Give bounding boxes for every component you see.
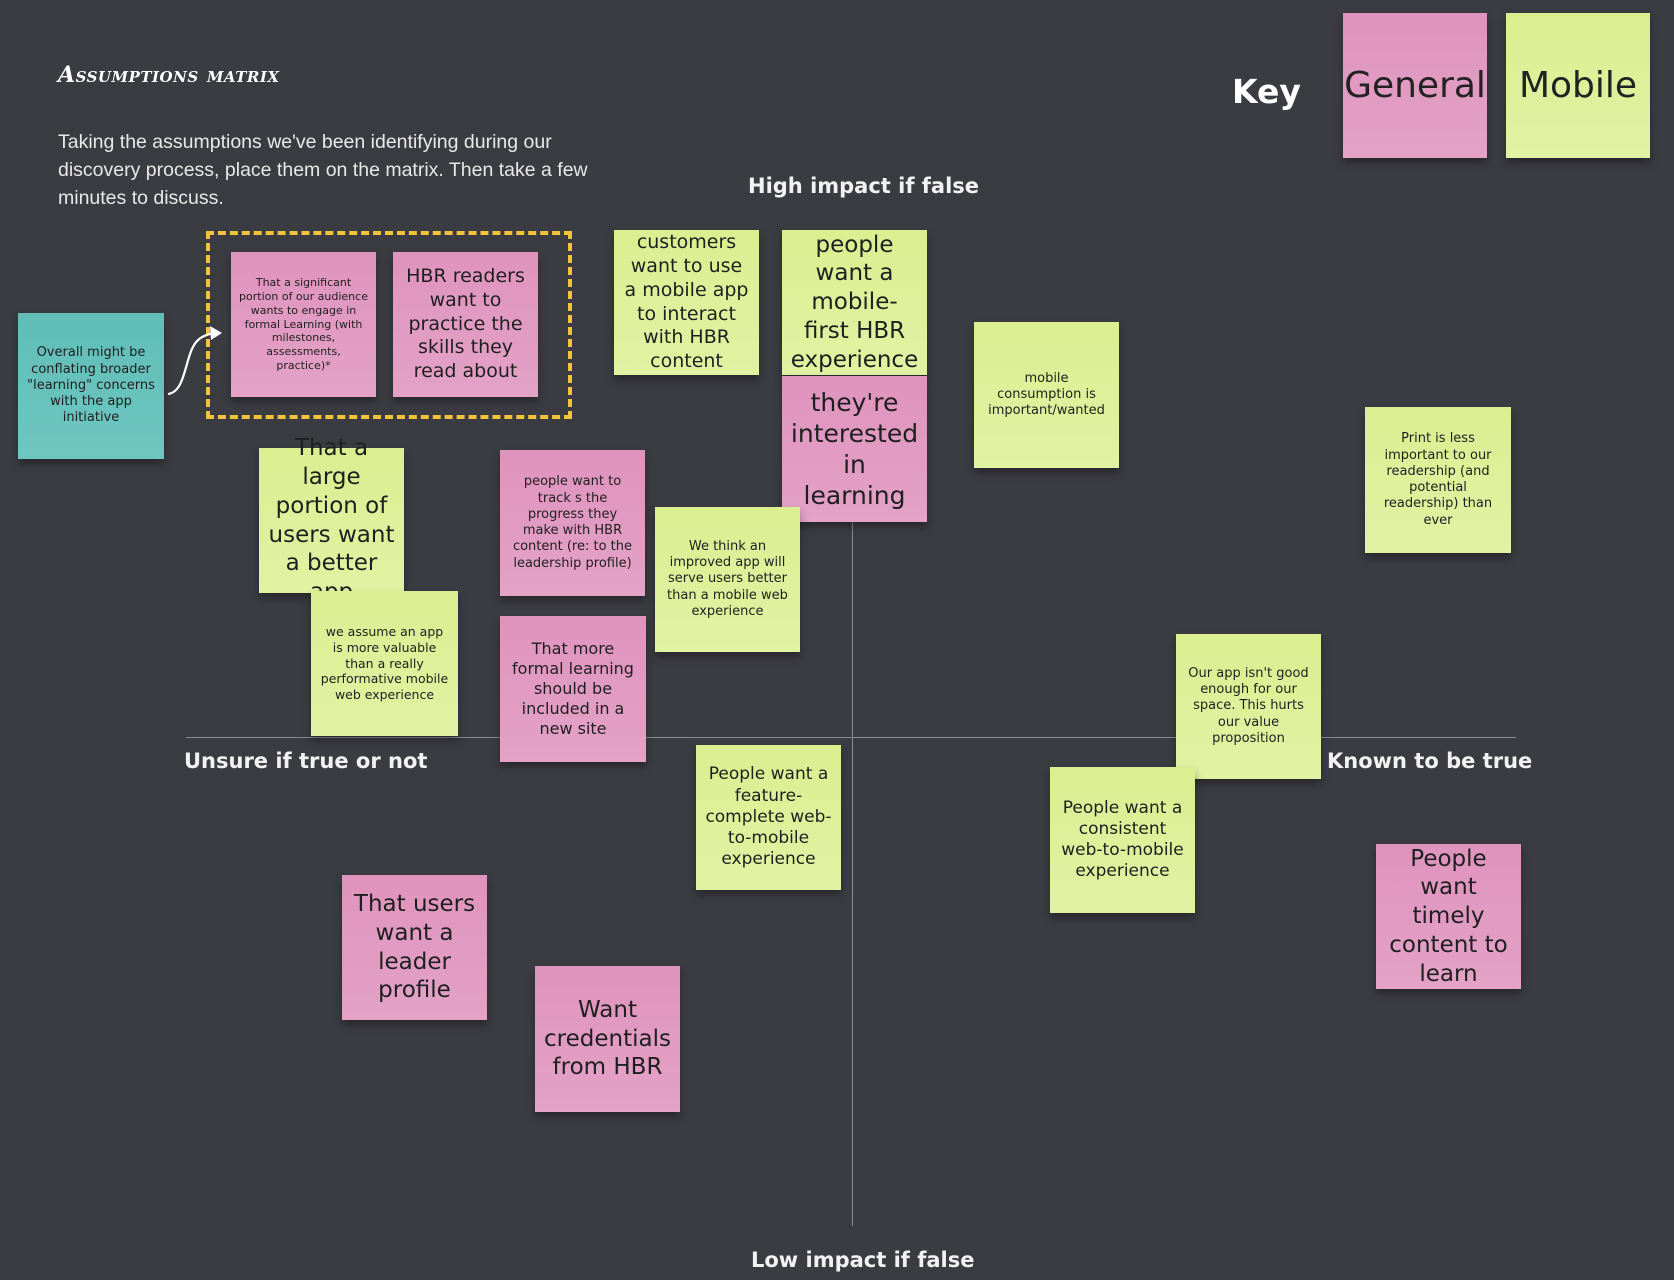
sticky-note-feature-complete[interactable]: People want a feature-complete web-to-mo… <box>696 745 841 890</box>
sticky-note-print-less-important[interactable]: Print is less important to our readershi… <box>1365 407 1511 553</box>
horizontal-axis-line <box>186 737 1516 738</box>
sticky-note-customers-mobile-app[interactable]: customers want to use a mobile app to in… <box>614 230 759 375</box>
sticky-note-overall[interactable]: Overall might be conflating broader "lea… <box>18 313 164 459</box>
axis-label-bottom: Low impact if false <box>751 1248 975 1272</box>
sticky-note-consistent-web-mobile[interactable]: People want a consistent web-to-mobile e… <box>1050 767 1195 913</box>
sticky-note-mobile-consumption[interactable]: mobile consumption is important/wanted <box>974 322 1119 468</box>
axis-label-top: High impact if false <box>748 174 980 198</box>
sticky-note-formal-learning-site[interactable]: That more formal learning should be incl… <box>500 616 646 762</box>
sticky-note-hbr-readers[interactable]: HBR readers want to practice the skills … <box>393 252 538 397</box>
axis-label-right: Known to be true <box>1327 749 1533 773</box>
sticky-note-significant-portion[interactable]: That a significant portion of our audien… <box>231 252 376 397</box>
connector-arrow-icon[interactable] <box>160 320 230 400</box>
key-mobile-sticky[interactable]: Mobile <box>1506 13 1650 158</box>
sticky-note-credentials[interactable]: Want credentials from HBR <box>535 966 680 1112</box>
sticky-note-leader-profile[interactable]: That users want a leader profile <box>342 875 487 1020</box>
vertical-axis-line <box>852 520 853 1226</box>
axis-label-left: Unsure if true or not <box>184 749 428 773</box>
sticky-note-mobile-first[interactable]: people want a mobile-first HBR experienc… <box>782 230 927 375</box>
key-general-sticky[interactable]: General <box>1343 13 1487 158</box>
sticky-note-interested-learning[interactable]: they're interested in learning <box>782 376 927 522</box>
sticky-note-large-portion[interactable]: That a large portion of users want a bet… <box>259 435 404 605</box>
dashed-group-frame[interactable] <box>206 231 572 419</box>
sticky-note-track-progress[interactable]: people want to track s the progress they… <box>500 450 645 596</box>
board-description: Taking the assumptions we've been identi… <box>58 131 588 209</box>
sticky-note-app-not-good[interactable]: Our app isn't good enough for our space.… <box>1176 634 1321 779</box>
sticky-note-timely-content[interactable]: People want timely content to learn <box>1376 844 1521 989</box>
sticky-note-improved-app[interactable]: We think an improved app will serve user… <box>655 507 800 652</box>
board-title: Assumptions matrix <box>58 62 280 88</box>
key-label: Key <box>1232 72 1301 111</box>
sticky-note-app-more-valuable[interactable]: we assume an app is more valuable than a… <box>311 591 458 736</box>
